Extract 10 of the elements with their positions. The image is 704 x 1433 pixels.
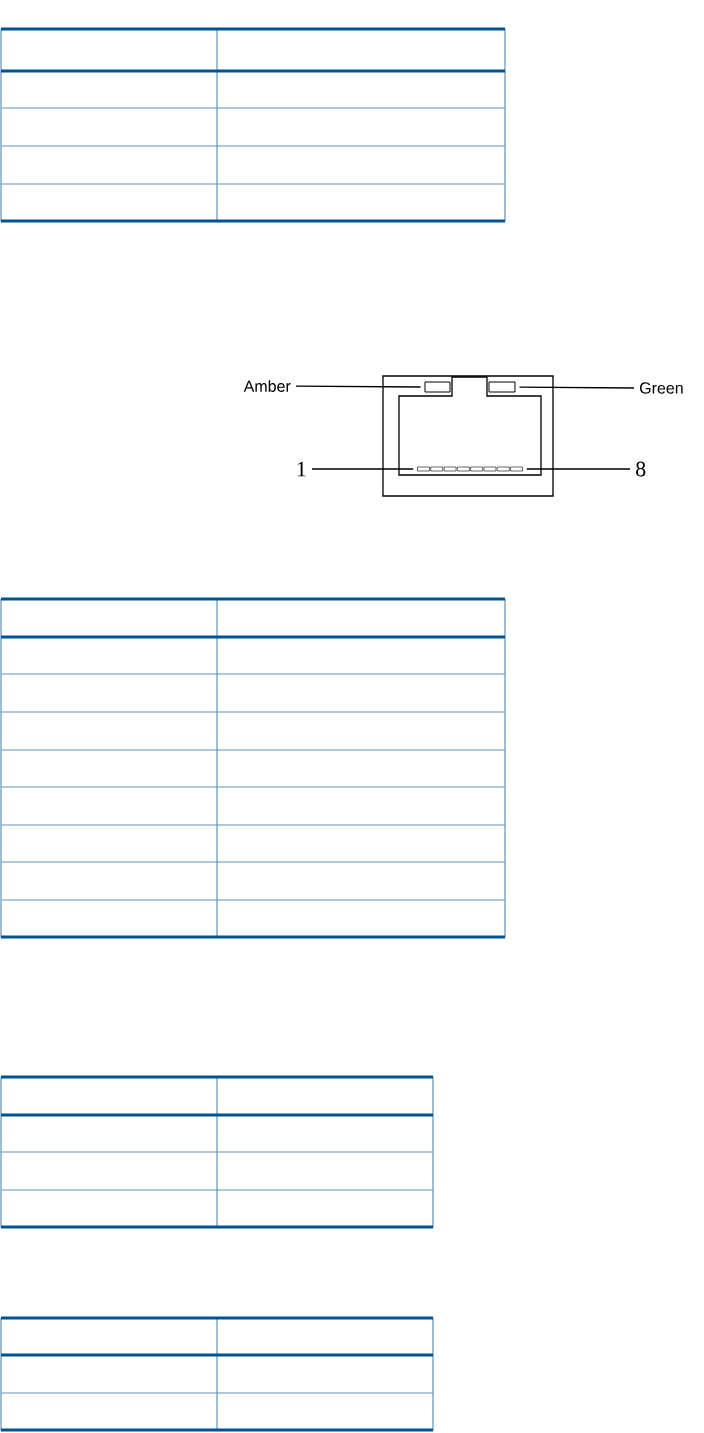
led-window xyxy=(488,381,516,393)
contact-pin xyxy=(417,466,430,472)
pin-label: 1 xyxy=(297,461,306,477)
contact-pin xyxy=(510,466,523,472)
leader-line xyxy=(311,468,414,470)
led-label: Amber xyxy=(243,380,291,392)
leader-line xyxy=(526,468,631,470)
led-label: Green xyxy=(640,382,683,394)
pin-label: 8 xyxy=(636,461,646,477)
led-window xyxy=(424,381,451,393)
